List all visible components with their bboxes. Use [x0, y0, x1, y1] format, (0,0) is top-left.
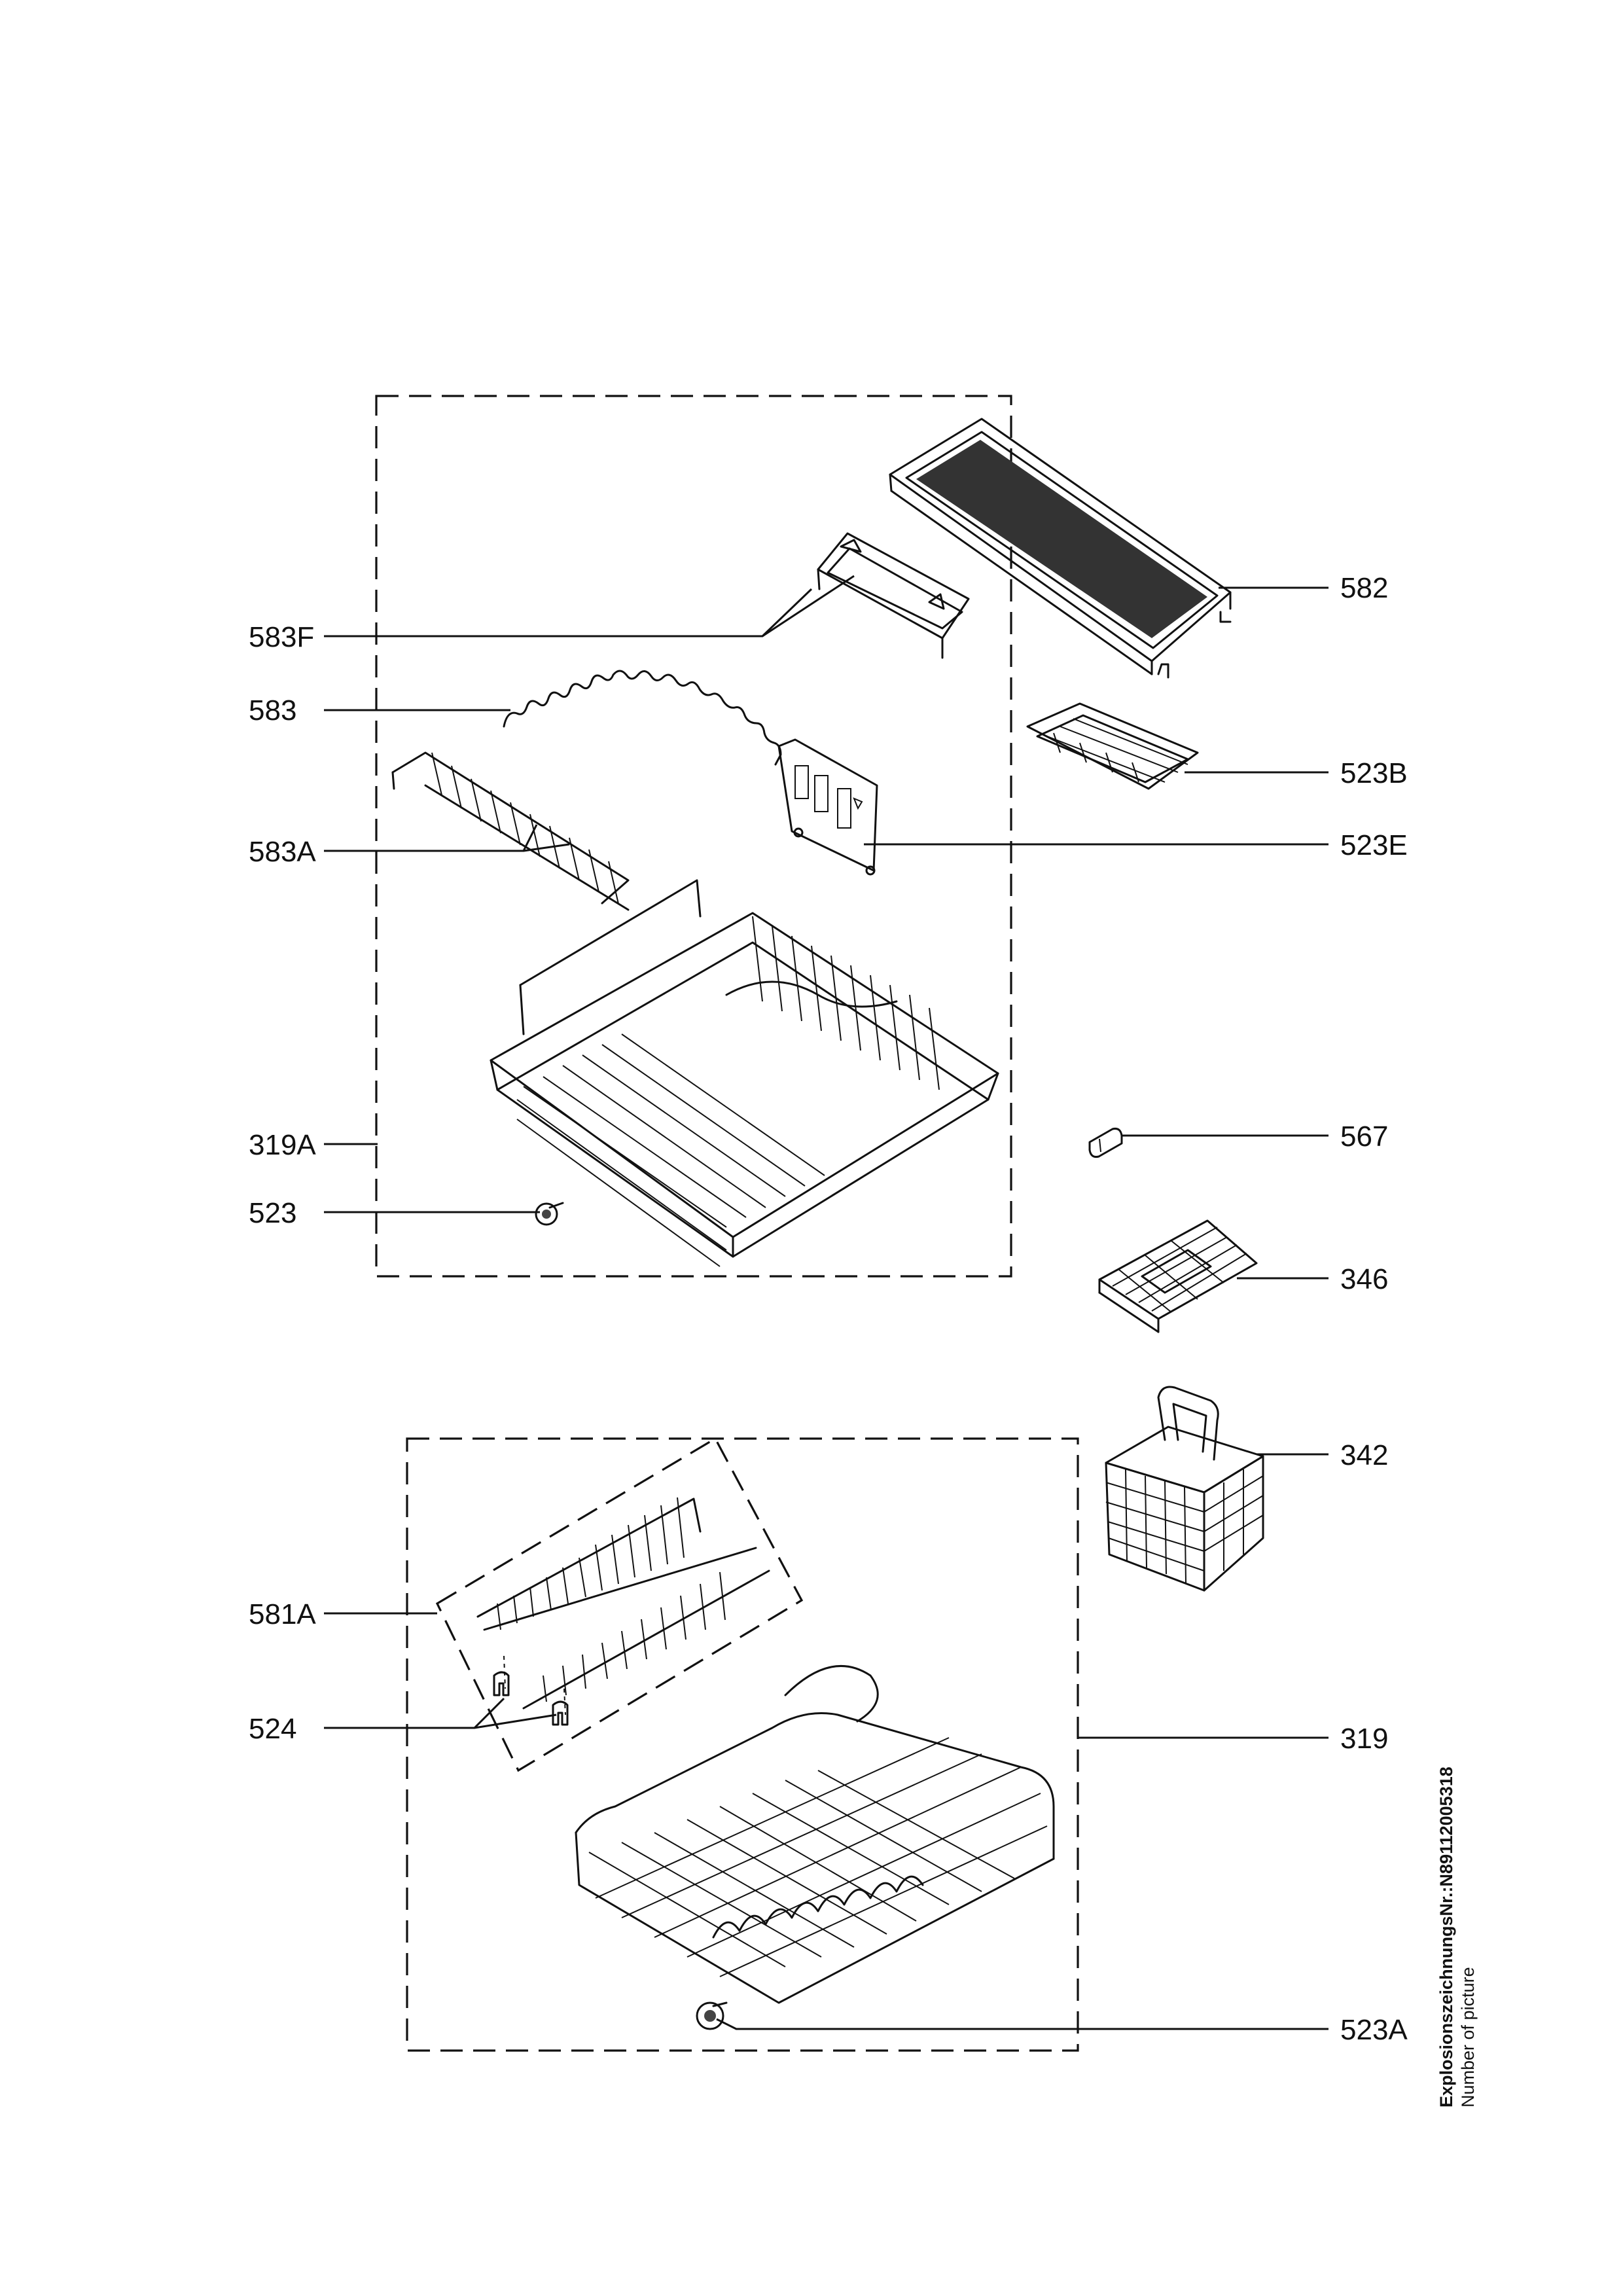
wheel-part-523	[535, 1202, 564, 1226]
cutlery-basket-part-342	[1105, 1386, 1264, 1592]
label-583: 583	[249, 694, 296, 726]
upper-basket-group-box	[375, 395, 1012, 1278]
leader-583A	[324, 824, 538, 852]
plate-rack-group-box	[435, 1437, 804, 1772]
label-567: 567	[1340, 1121, 1388, 1153]
label-523E: 523E	[1340, 829, 1408, 861]
cutlery-grid-part-346	[1098, 1219, 1258, 1333]
wavy-wire-part-583	[503, 670, 782, 766]
small-clip-part-567	[1088, 1128, 1123, 1158]
label-524: 524	[249, 1713, 296, 1745]
clip-part-523E	[777, 738, 878, 876]
label-346: 346	[1340, 1263, 1388, 1295]
tine-rack-part-583A	[391, 751, 630, 911]
label-319A: 319A	[249, 1129, 316, 1161]
label-523B: 523B	[1340, 757, 1408, 789]
label-581A: 581A	[249, 1598, 316, 1630]
drawing-caption: Number of picture	[1458, 1967, 1478, 2108]
label-582: 582	[1340, 572, 1388, 604]
upper-basket-part-319A	[490, 879, 999, 1267]
cutlery-tray-part-582	[889, 418, 1232, 679]
wire-shelf-part-523B	[1026, 702, 1199, 790]
leader-524	[324, 1697, 505, 1729]
wheel-part-523A	[696, 2001, 728, 2030]
leader-523A	[716, 2018, 1329, 2030]
label-523: 523	[249, 1197, 296, 1229]
label-319: 319	[1340, 1723, 1388, 1755]
clips-part-524	[493, 1671, 569, 1726]
label-583F: 583F	[249, 621, 314, 653]
lower-basket-part-319	[575, 1665, 1055, 2004]
label-583A: 583A	[249, 836, 316, 868]
drawing-number-block: ExplosionszeichnungsNr.:N8911200531​8 Nu…	[1436, 1518, 1478, 2108]
leader-583F	[324, 588, 813, 637]
handle-part-583F	[817, 532, 970, 659]
drawing-number: ExplosionszeichnungsNr.:N8911200531​8	[1436, 1767, 1456, 2108]
label-342: 342	[1340, 1439, 1388, 1471]
plate-rack-part-581A	[476, 1497, 770, 1715]
lower-basket-group-box	[406, 1437, 1079, 2052]
label-523A: 523A	[1340, 2014, 1408, 2046]
